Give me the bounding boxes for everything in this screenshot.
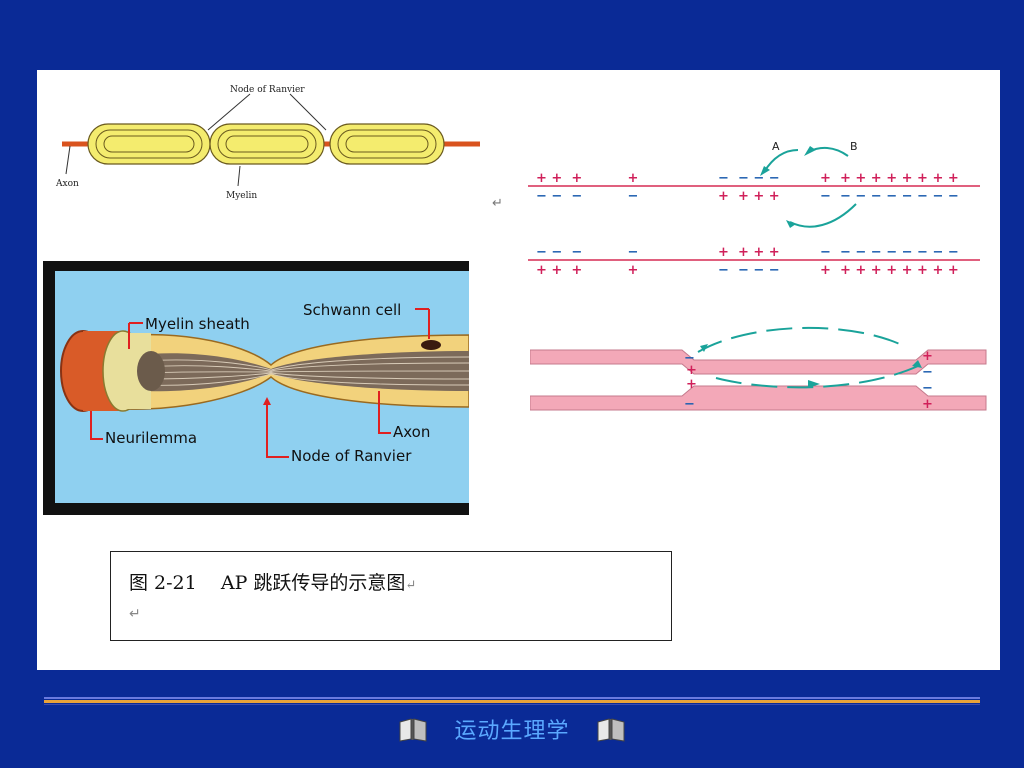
schwann-cell-label: Schwann cell [303, 301, 401, 319]
myelin-sheath-illustration: Myelin sheath Schwann cell Neurilemma Ax… [43, 261, 469, 515]
footer: 运动生理学 [0, 712, 1024, 746]
svg-text:+ + + + + + + + +: + + + + + + + + + [820, 171, 959, 186]
node-of-ranvier-label: Node of Ranvier [230, 85, 305, 95]
myelin-segment [329, 123, 445, 165]
svg-text:+ + + +: + + + + [718, 245, 780, 260]
svg-text:+: + [922, 349, 933, 364]
book-icon [399, 718, 427, 742]
svg-text:− − − − − − − − −: − − − − − − − − − [820, 245, 959, 260]
svg-text:− − − − − − − − −: − − − − − − − − − [820, 189, 959, 204]
svg-text:+ + + +: + + + + [536, 171, 666, 186]
myelin-segment [209, 123, 325, 165]
svg-text:− − − −: − − − − [718, 263, 789, 278]
svg-text:+: + [922, 397, 933, 412]
point-b-label: B [850, 140, 858, 153]
svg-text:+ + + +: + + + + [536, 263, 638, 278]
svg-text:− − − −: − − − − [718, 171, 789, 186]
svg-text:− − − −: − − − − [536, 245, 638, 260]
myelinated-axon-diagram: Node of Ranvier Axon Myelin [55, 85, 480, 201]
caption-return-mark-2: ↵ [129, 606, 141, 622]
neurilemma-label: Neurilemma [105, 429, 197, 447]
svg-text:−: − [684, 351, 695, 366]
figure-caption-text: 图 2-21 AP 跳跃传导的示意图 [129, 572, 406, 594]
figure-caption-box: 图 2-21 AP 跳跃传导的示意图↵ ↵ [110, 551, 672, 641]
footer-divider-accent [44, 700, 980, 703]
svg-text:+: + [686, 377, 697, 392]
svg-text:+ + + +: + + + + [718, 189, 780, 204]
svg-text:−: − [922, 381, 933, 396]
myelin-sheath-label: Myelin sheath [145, 315, 250, 333]
axon-label: Axon [55, 179, 79, 189]
svg-text:− − − −: − − − − [536, 189, 638, 204]
svg-text:+ + + + + + + + +: + + + + + + + + + [820, 263, 959, 278]
footer-title: 运动生理学 [454, 719, 570, 744]
return-mark: ↵ [492, 196, 503, 211]
point-a-label: A [772, 140, 780, 153]
myelin-label: Myelin [226, 191, 257, 201]
caption-return-mark: ↵ [405, 578, 417, 593]
axon-photo-label: Axon [393, 423, 430, 441]
saltatory-conduction-diagram: − + + − + − − + [530, 326, 987, 412]
footer-divider [44, 697, 980, 699]
footer-divider-lower [44, 704, 980, 705]
svg-text:−: − [684, 397, 695, 412]
book-icon [597, 718, 624, 742]
figure-caption: 图 2-21 AP 跳跃传导的示意图↵ [129, 568, 416, 595]
membrane-charge-diagram: A B + + + + − − − − + + + + + + + + + − … [528, 140, 980, 278]
svg-text:−: − [922, 365, 933, 380]
myelin-segment [87, 123, 211, 165]
node-of-ranvier-photo-label: Node of Ranvier [291, 447, 412, 465]
svg-text:+: + [686, 363, 697, 378]
